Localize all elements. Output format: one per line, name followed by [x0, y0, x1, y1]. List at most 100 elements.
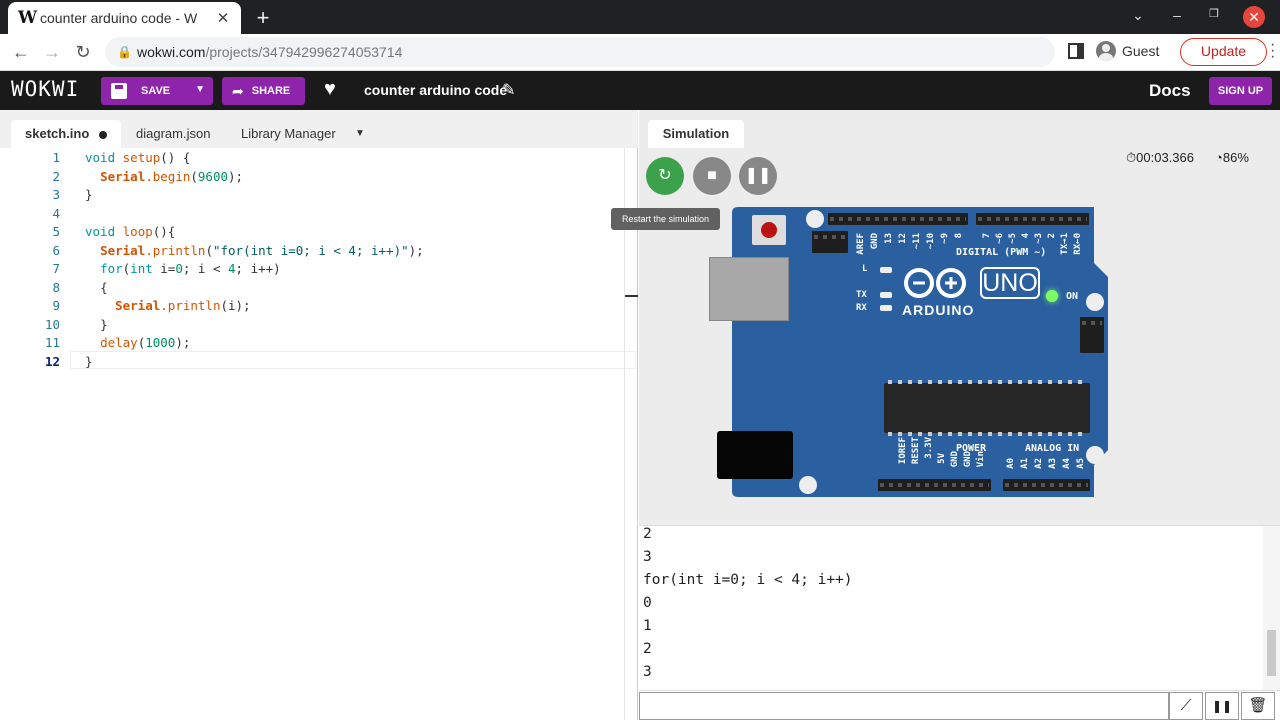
tabs-menu-caret-icon[interactable]: ▼: [355, 128, 365, 139]
code-token: 9600: [197, 168, 229, 184]
save-dropdown-icon[interactable]: ▼: [195, 84, 205, 95]
line-number: 1: [52, 150, 60, 165]
code-token: }: [85, 187, 93, 202]
guest-profile-button[interactable]: Guest: [1096, 41, 1159, 61]
line-number: 4: [52, 205, 60, 221]
serial-input-field[interactable]: [639, 692, 1169, 720]
tab-diagram-json[interactable]: diagram.json: [136, 126, 211, 141]
line-number: 10: [44, 316, 60, 332]
address-bar[interactable]: 🔒 wokwi.com/projects/347942996274053714: [105, 37, 1055, 67]
l-led: [880, 267, 892, 273]
docs-link[interactable]: Docs: [1149, 81, 1191, 100]
mounting-hole: [799, 476, 817, 494]
close-tab-icon[interactable]: ✕: [216, 10, 230, 27]
pin-label: 2: [1047, 233, 1057, 239]
reset-button[interactable]: [752, 215, 786, 245]
code-token: loop: [122, 224, 153, 239]
mounting-hole: [806, 210, 824, 228]
analog-header: [1003, 479, 1090, 491]
code-token: .println: [145, 242, 206, 258]
serial-monitor-output[interactable]: 2 3 for(int i=0; i < 4; i++) 0 1 2 3: [639, 525, 1280, 691]
stop-icon: ■: [707, 167, 717, 184]
pin-label: RX←0: [1073, 233, 1083, 255]
pin-label: GND: [963, 451, 973, 468]
pin-label: 4: [1021, 233, 1031, 239]
stopwatch-icon: ⏱: [1126, 150, 1137, 165]
arduino-uno-board[interactable]: AREF GND 13 12 ~11 ~10 ~9 8 7 ~6 ~5 4 ~3…: [709, 205, 1110, 497]
rx-label: RX: [856, 303, 867, 313]
restore-icon[interactable]: ❐: [1209, 8, 1219, 20]
stop-simulation-button[interactable]: ■: [693, 157, 731, 195]
wokwi-logo[interactable]: WOKWI: [11, 77, 80, 101]
code-line: }: [85, 187, 93, 202]
edit-pencil-icon[interactable]: ✎: [502, 82, 516, 99]
forward-arrow-icon[interactable]: →: [43, 42, 61, 62]
code-token: void: [85, 224, 116, 239]
code-token: for: [100, 261, 123, 276]
back-arrow-icon[interactable]: ←: [12, 42, 30, 62]
reload-icon[interactable]: ↻: [75, 42, 91, 62]
line-number: 9: [52, 298, 60, 313]
l-led-label: L: [862, 264, 868, 274]
digital-header-high: [828, 213, 968, 225]
line-number: 3: [52, 187, 60, 202]
line-number: 6: [52, 242, 60, 258]
minimize-icon[interactable]: –: [1173, 7, 1181, 23]
heart-icon[interactable]: ♥: [324, 78, 336, 100]
share-label: SHARE: [251, 85, 291, 97]
pin-label: ~3: [1034, 233, 1044, 244]
serial-line: 3: [643, 664, 652, 680]
timer-value: 00:03.366: [1136, 150, 1194, 165]
update-button[interactable]: Update: [1180, 38, 1267, 66]
tab-search-chevron-icon[interactable]: ⌄: [1132, 7, 1144, 23]
browser-tab[interactable]: W counter arduino code - W ✕: [8, 2, 241, 34]
line-number: 5: [52, 224, 60, 239]
code-area[interactable]: 1 2 3 4 5 6 7 8 9 10 11 12 void setup() …: [0, 148, 638, 720]
plotter-chart-icon[interactable]: ⟋: [1169, 692, 1203, 720]
pin-label: A1: [1020, 458, 1030, 469]
pin-label: GND: [950, 451, 960, 468]
serial-scrollbar-thumb[interactable]: [1267, 630, 1276, 676]
restart-simulation-button[interactable]: ↻: [646, 157, 684, 195]
code-line: void setup() {: [85, 150, 190, 165]
uno-label: UNO: [980, 267, 1040, 299]
window-close-icon[interactable]: ✕: [1243, 6, 1265, 28]
scroll-position-marker: [625, 295, 638, 297]
guest-label: Guest: [1122, 43, 1160, 59]
browser-menu-icon[interactable]: ···: [1270, 36, 1276, 65]
speedometer-icon: ◔: [1215, 150, 1223, 165]
code-token: int: [130, 261, 153, 276]
save-button[interactable]: SAVE ▼: [101, 77, 213, 105]
code-token: 4: [228, 261, 236, 276]
icsp-header: [812, 231, 848, 253]
pin-label: GND: [870, 233, 880, 250]
tab-sketch-ino[interactable]: sketch.ino: [11, 120, 122, 148]
tab-simulation[interactable]: Simulation: [648, 120, 744, 148]
code-token: Serial: [100, 168, 146, 184]
code-token: ; i <: [182, 261, 229, 276]
sign-up-button[interactable]: SIGN UP: [1209, 77, 1272, 105]
on-label: ON: [1066, 291, 1079, 302]
floppy-disk-icon: [111, 83, 127, 99]
line-number: 8: [52, 279, 60, 295]
pause-serial-icon[interactable]: ❚❚: [1205, 692, 1239, 720]
share-button[interactable]: ➦ SHARE: [222, 77, 305, 105]
analog-in-label: ANALOG IN: [1025, 443, 1080, 454]
pin-label: A0: [1006, 458, 1016, 469]
browser-tab-title: counter arduino code - W: [40, 10, 198, 26]
line-number: 11: [44, 335, 60, 350]
pause-simulation-button[interactable]: ❚❚: [739, 157, 777, 195]
tx-led: [880, 292, 892, 298]
line-number-current: 12: [44, 353, 60, 369]
clear-trash-icon[interactable]: 🗑: [1241, 692, 1275, 720]
serial-line: 2: [643, 641, 652, 657]
side-panel-icon[interactable]: [1068, 43, 1084, 59]
digital-header-low: [976, 213, 1089, 225]
tab-library-manager[interactable]: Library Manager: [241, 126, 336, 141]
new-tab-icon[interactable]: +: [256, 5, 270, 30]
code-token: .begin: [145, 168, 191, 184]
pause-icon: ❚❚: [744, 167, 772, 184]
pin-label: 12: [898, 233, 908, 244]
top-pin-labels: AREF: [856, 233, 867, 255]
icsp2-header: [1080, 317, 1104, 353]
